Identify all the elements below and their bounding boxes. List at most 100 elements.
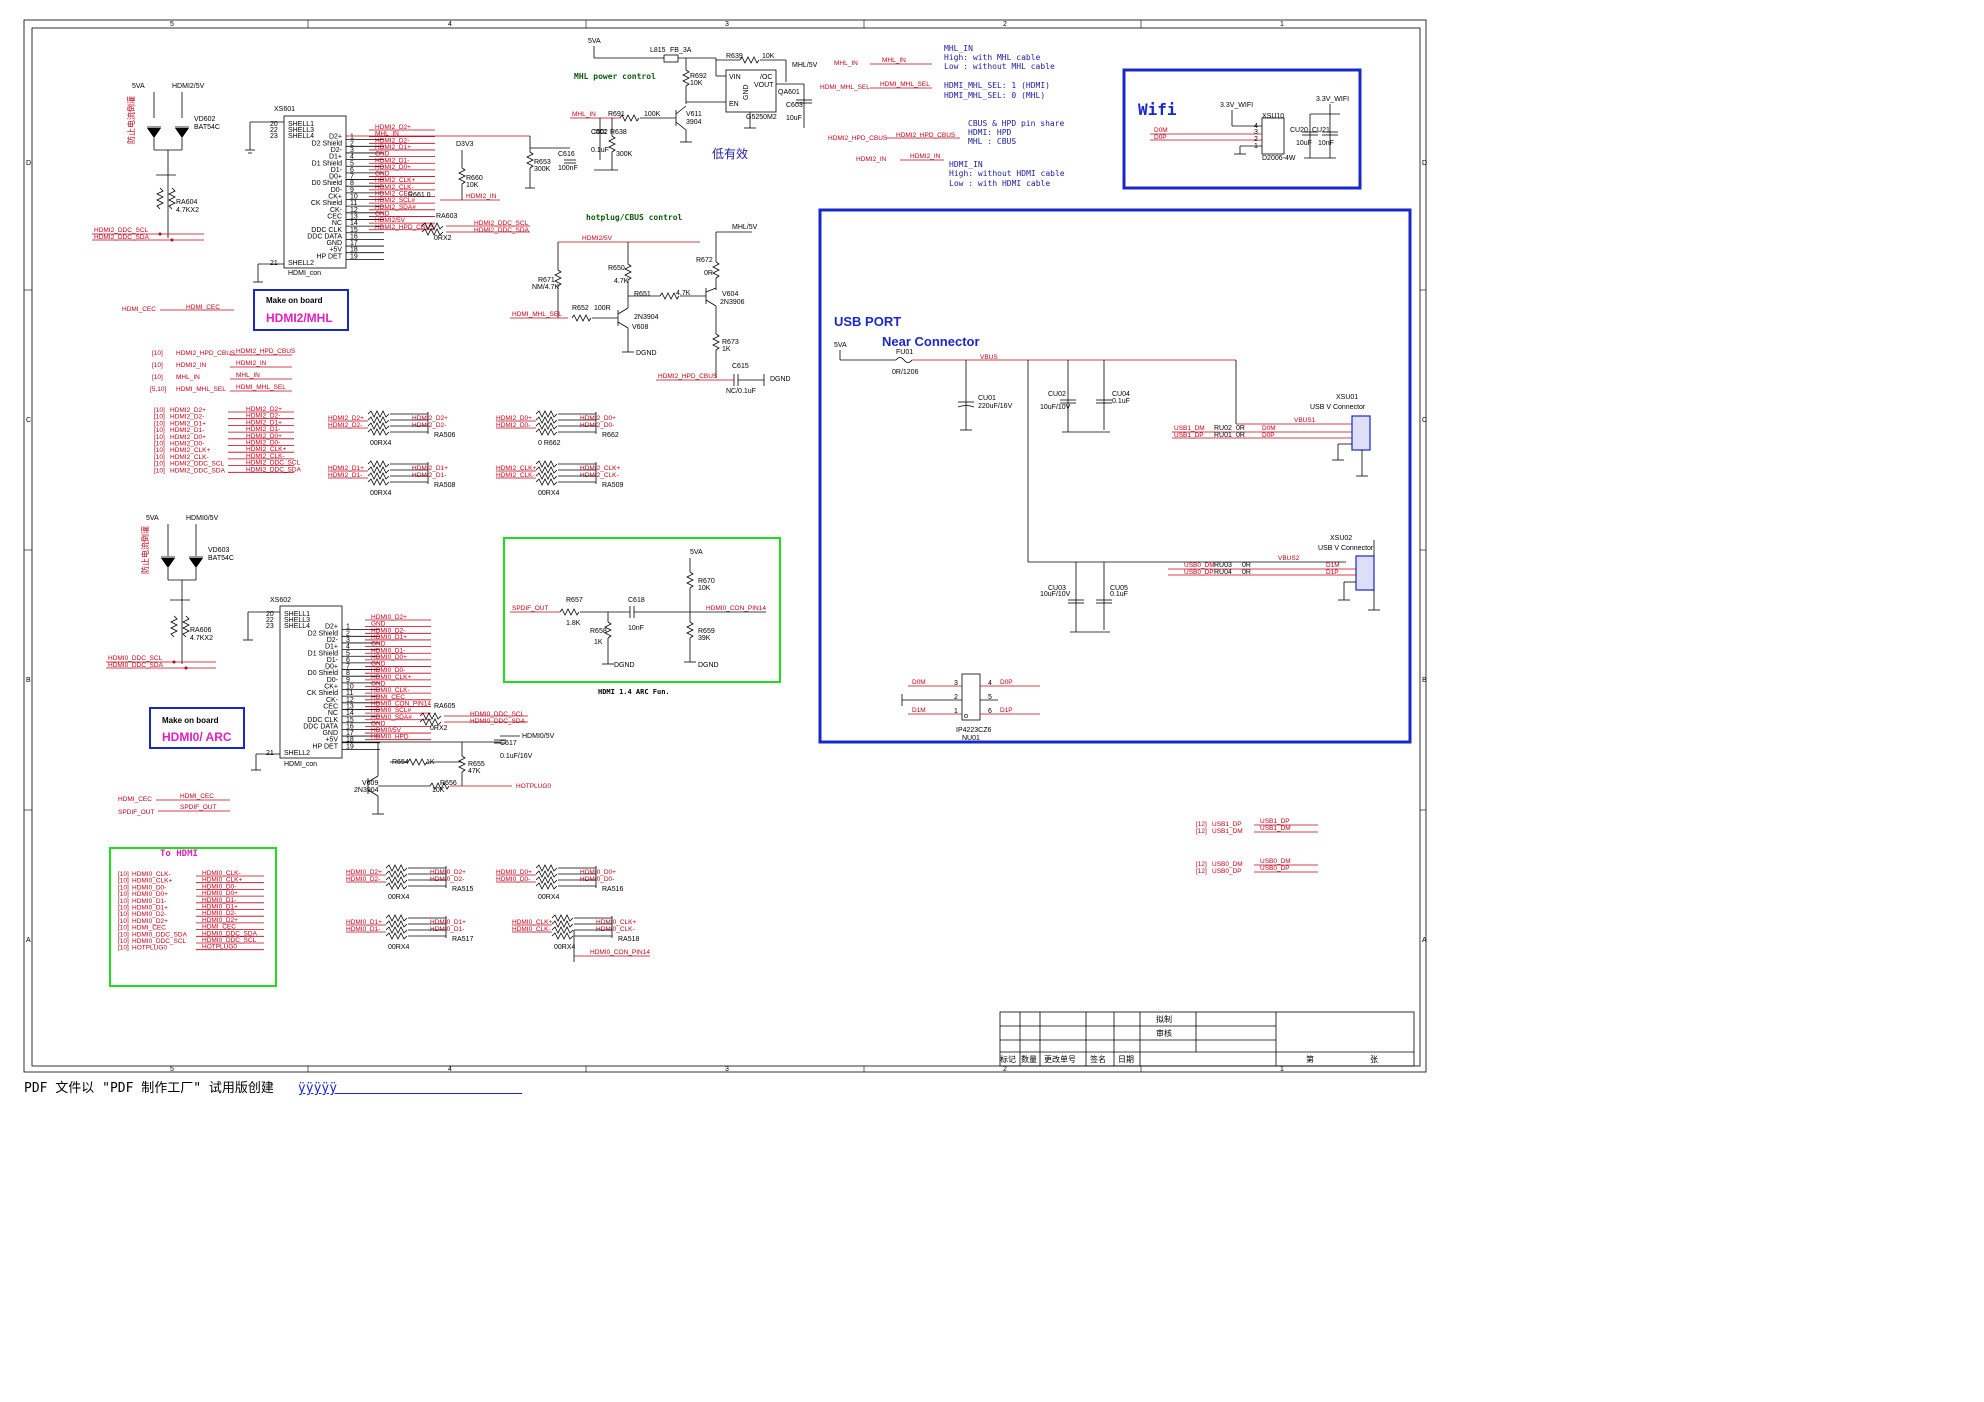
svg-text:HDMI 1.4 ARC Fun.: HDMI 1.4 ARC Fun. bbox=[598, 688, 670, 696]
svg-text:RU01: RU01 bbox=[1214, 432, 1232, 439]
connector-pin-number: 18 bbox=[346, 737, 354, 744]
svg-text:5: 5 bbox=[170, 21, 174, 28]
svg-text:R655: R655 bbox=[468, 761, 485, 768]
port-sheet-ref: [10] bbox=[118, 911, 129, 918]
port-sheet-ref: [10] bbox=[118, 945, 129, 952]
hdmi0-nets: HDMI0_D2+GNDHDMI0_D2-HDMI0_D1+GNDHDMI0_D… bbox=[365, 614, 431, 741]
svg-text:Low : with HDMI cable: Low : with HDMI cable bbox=[949, 179, 1050, 188]
ra-input-net: HDMI0_D1- bbox=[346, 926, 380, 933]
net-label: HDMI2/5V bbox=[375, 217, 406, 224]
net-label: HDMI2_CLK+ bbox=[375, 177, 415, 184]
hotplug-cbus-control: hotplug/CBUS control HDMI2/5V MHL/5V R67… bbox=[510, 213, 791, 395]
port-net: HDMI2_CLK+ bbox=[246, 446, 286, 453]
port-name: HDMI0_DDC_SCL bbox=[132, 938, 187, 945]
svg-text:100nF: 100nF bbox=[558, 165, 578, 172]
port-net: HDMI2_D2+ bbox=[246, 406, 282, 413]
ra-input-net: HDMI2_D1- bbox=[328, 472, 362, 479]
svg-text:XS601: XS601 bbox=[274, 106, 295, 113]
ra-ref: RA509 bbox=[602, 482, 624, 489]
connector-pin-label: D2- bbox=[331, 147, 343, 154]
net-label: HDMI0_D1+ bbox=[371, 634, 407, 641]
svg-text:3: 3 bbox=[725, 21, 729, 28]
connector-pin-number: 11 bbox=[346, 690, 353, 697]
port-sheet-ref: [10] bbox=[154, 407, 165, 414]
svg-text:R652: R652 bbox=[572, 305, 589, 312]
svg-text:R660: R660 bbox=[466, 175, 483, 182]
ra-value: 00RX4 bbox=[538, 894, 560, 901]
svg-text:R639: R639 bbox=[726, 53, 743, 60]
svg-text:1K: 1K bbox=[722, 346, 731, 353]
svg-text:Low : without MHL cable: Low : without MHL cable bbox=[944, 62, 1055, 71]
port-name: HDMI0_D1- bbox=[132, 898, 166, 905]
port-net: HDMI_MHL_SEL bbox=[236, 384, 286, 391]
connector-pin-number: 10 bbox=[350, 194, 358, 201]
svg-text:1.8K: 1.8K bbox=[566, 620, 581, 627]
net-label: GND bbox=[371, 720, 386, 727]
footer-link[interactable]: ÿÿÿÿÿ bbox=[297, 1081, 338, 1096]
mhl-power-control: MHL power control 5VA L815 FB_3A R639 10… bbox=[570, 38, 818, 171]
svg-text:Make on board: Make on board bbox=[162, 716, 219, 725]
svg-text:2N3904: 2N3904 bbox=[634, 314, 659, 321]
svg-text:USB V Connector: USB V Connector bbox=[1318, 545, 1374, 552]
ra-output-net: HDMI2_CLK- bbox=[580, 472, 619, 479]
svg-text:2: 2 bbox=[954, 694, 958, 701]
svg-text:D1M: D1M bbox=[1326, 562, 1340, 569]
connector-pin-label: D1 Shield bbox=[308, 650, 338, 657]
connector-pin-number: 21 bbox=[266, 750, 274, 757]
connector-pin-number: 6 bbox=[346, 657, 350, 664]
connector-pin-number: 20 bbox=[266, 611, 274, 618]
port-name: HDMI2_DDC_SDA bbox=[170, 467, 226, 474]
port-name: HDMI_CEC bbox=[132, 925, 166, 932]
net-label: HDMI2_SCL# bbox=[375, 197, 415, 204]
svg-text:审核: 审核 bbox=[1156, 1028, 1172, 1038]
ra-input-net: HDMI0_CLK+ bbox=[512, 919, 552, 926]
svg-text:10K: 10K bbox=[432, 787, 445, 794]
port-name: HDMI2_CLK+ bbox=[170, 447, 210, 454]
connector-pin-number: 2 bbox=[350, 140, 354, 147]
svg-text:IP4223CZ6: IP4223CZ6 bbox=[956, 727, 992, 734]
port-net: HDMI0_CLK+ bbox=[202, 877, 242, 884]
connector-pin-label: SHELL1 bbox=[288, 121, 314, 128]
connector-pin-number: 15 bbox=[350, 227, 358, 234]
connector-pin-number: 1 bbox=[346, 624, 350, 631]
ra-input-net: HDMI0_D0- bbox=[496, 876, 530, 883]
svg-text:C603: C603 bbox=[786, 102, 803, 109]
connector-pin-label: GND bbox=[326, 240, 342, 247]
connector-pin-number: 23 bbox=[270, 133, 278, 140]
svg-text:VBUS1: VBUS1 bbox=[1294, 417, 1316, 424]
hdmi0-board-label: Make on board HDMI0/ ARC bbox=[149, 707, 245, 749]
port-sheet-ref: [10] bbox=[154, 420, 165, 427]
port-name: USB0_DM bbox=[1212, 861, 1243, 868]
connector-pin-label: CK- bbox=[326, 697, 339, 704]
svg-text:4: 4 bbox=[988, 680, 992, 687]
svg-text:NC/0.1uF: NC/0.1uF bbox=[726, 388, 756, 395]
svg-text:HDMI_CEC: HDMI_CEC bbox=[122, 306, 156, 313]
port-name: HDMI2_D1+ bbox=[170, 420, 206, 427]
port-sheet-ref: [10] bbox=[118, 925, 129, 932]
svg-text:1: 1 bbox=[1254, 143, 1258, 150]
svg-text:To HDMI: To HDMI bbox=[160, 849, 198, 859]
port-sheet-ref: [10] bbox=[154, 434, 165, 441]
svg-text:V604: V604 bbox=[722, 291, 738, 298]
svg-text:XSU02: XSU02 bbox=[1330, 535, 1352, 542]
connector-pin-label: +5V bbox=[329, 247, 342, 254]
port-sheet-ref: [10] bbox=[118, 878, 129, 885]
svg-text:300K: 300K bbox=[534, 166, 551, 173]
ra-value: 00RX4 bbox=[388, 894, 410, 901]
svg-text:DGND: DGND bbox=[770, 376, 791, 383]
port-sheet-ref: [12] bbox=[1196, 821, 1207, 828]
svg-text:V608: V608 bbox=[632, 324, 648, 331]
port-net: HDMI2_IN bbox=[236, 360, 267, 367]
net-label: HDMI2_D1- bbox=[375, 157, 409, 164]
svg-text:0RX2: 0RX2 bbox=[430, 725, 448, 732]
ra-input-net: HDMI0_D1+ bbox=[346, 919, 382, 926]
svg-text:USB PORT: USB PORT bbox=[834, 314, 901, 329]
connector-pin-label: SHELL1 bbox=[284, 611, 310, 618]
svg-text:FU01: FU01 bbox=[896, 349, 913, 356]
connector-pin-label: SHELL3 bbox=[284, 617, 310, 624]
port-net: HDMI2_CLK- bbox=[246, 453, 285, 460]
connector-pin-number: 15 bbox=[346, 717, 354, 724]
svg-text:2N3904: 2N3904 bbox=[354, 787, 379, 794]
connector-pin-label: HP DET bbox=[316, 253, 342, 260]
connector-pin-label: CK Shield bbox=[311, 200, 342, 207]
